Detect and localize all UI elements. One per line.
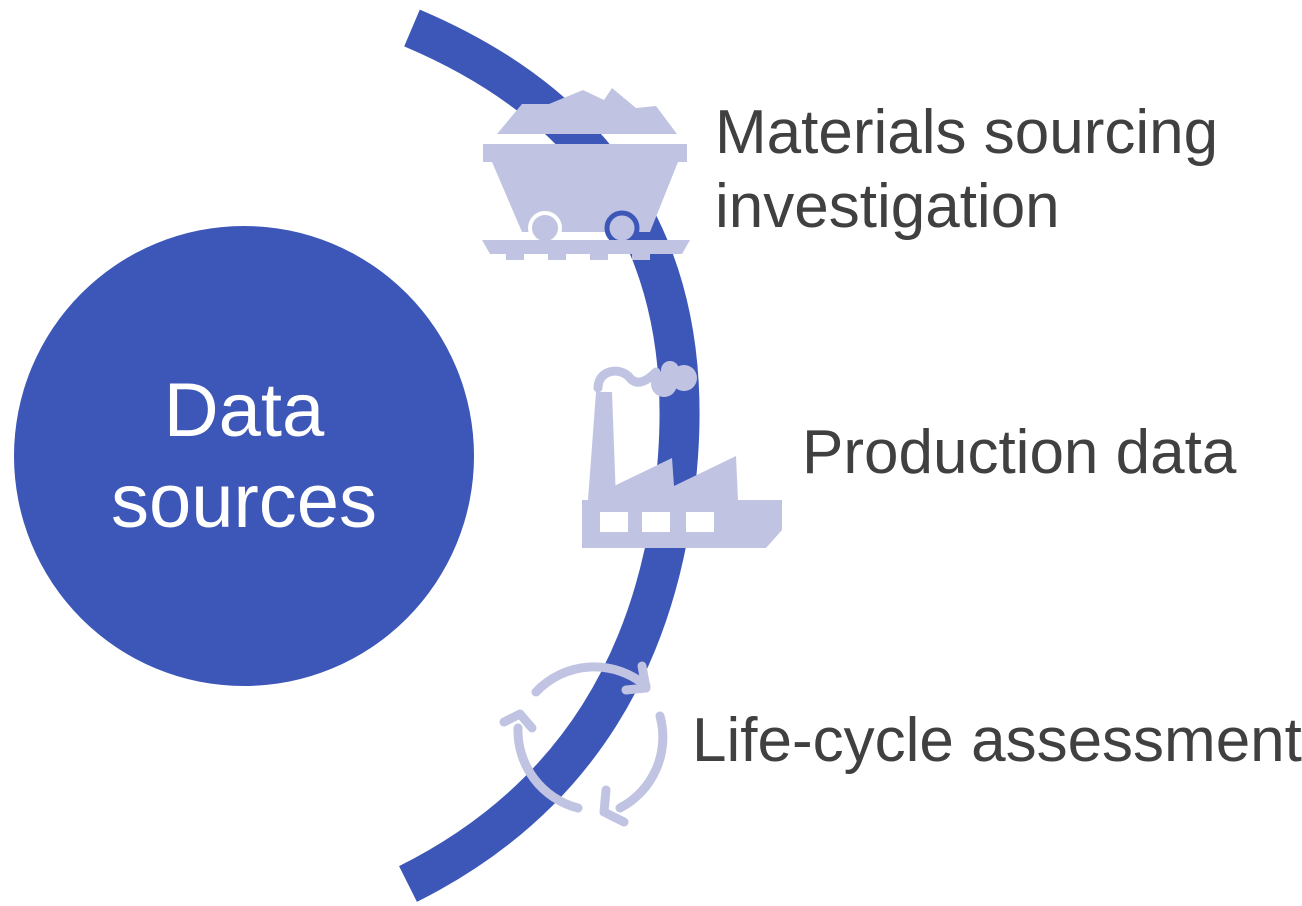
factory-icon xyxy=(582,361,782,548)
step-lca-label: Life-cycle assessment xyxy=(692,704,1302,778)
step-production-line1: Production data xyxy=(802,418,1237,487)
step-lca-line1: Life-cycle assessment xyxy=(692,706,1302,775)
cycle-arrows-icon xyxy=(499,661,668,827)
hub-label-line2: sources xyxy=(110,459,378,544)
step-materials-line2: investigation xyxy=(715,172,1060,242)
step-materials-line1: Materials sourcing xyxy=(715,98,1219,167)
hub-label: Data sources xyxy=(14,226,474,686)
mine-cart-icon xyxy=(482,88,690,260)
hub-label-line1: Data xyxy=(163,367,325,453)
hub-circle xyxy=(14,226,474,686)
step-production-label: Production data xyxy=(802,416,1236,490)
step-materials-label: Materials sourcing investigation xyxy=(715,96,1218,245)
